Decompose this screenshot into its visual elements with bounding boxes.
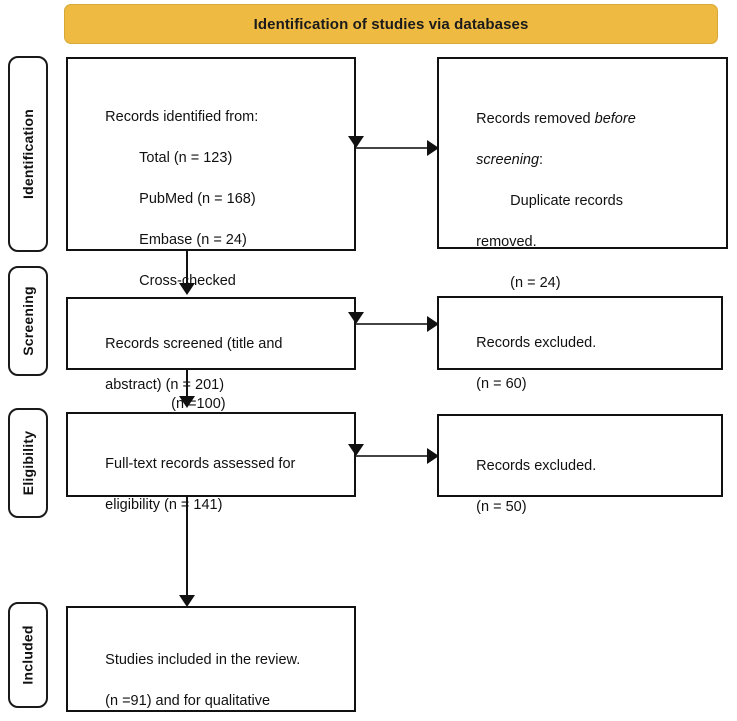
connector-screened-branch-arrow	[348, 312, 364, 324]
connector-screened-to-fulltext-line	[186, 370, 188, 398]
connector-identified-to-screened-line	[186, 251, 188, 285]
records-identified-line1: Total (n = 123)	[139, 149, 233, 166]
connector-identified-to-screened-arrow	[179, 283, 195, 295]
excluded-screening-line2: (n = 60)	[476, 375, 527, 392]
box-studies-included-text: Studies included in the review. (n =91) …	[81, 629, 346, 721]
box-records-removed-text: Records removed before screening: Duplic…	[452, 88, 718, 314]
box-records-excluded-screening: Records excluded. (n = 60)	[437, 296, 723, 392]
records-screened-line2: abstract) (n = 201)	[105, 376, 225, 393]
connector-fulltext-to-excluded-line	[356, 455, 431, 457]
stage-label-identification: Identification	[8, 56, 48, 252]
stage-label-screening-text: Screening	[20, 286, 36, 356]
excluded-eligibility-line2: (n = 50)	[476, 498, 527, 515]
records-removed-emphasis-before: before	[594, 110, 636, 127]
fulltext-line1: Full-text records assessed for	[105, 455, 296, 472]
records-identified-heading: Records identified from:	[105, 108, 259, 125]
records-identified-line3: Embase (n = 24)	[139, 231, 247, 248]
box-records-excluded-screening-text: Records excluded. (n = 60)	[452, 312, 713, 415]
records-removed-line1-pre: Records removed	[476, 110, 595, 127]
records-removed-emphasis-screening: screening	[476, 151, 540, 168]
stage-label-eligibility-text: Eligibility	[20, 430, 36, 496]
box-records-identified: Records identified from: Total (n = 123)…	[66, 57, 356, 412]
connector-fulltext-to-included-arrow	[179, 595, 195, 607]
records-removed-line4: removed.	[476, 233, 537, 250]
records-removed-line5: (n = 24)	[510, 274, 561, 291]
records-identified-line2: PubMed (n = 168)	[139, 190, 256, 207]
box-fulltext-assessed: Full-text records assessed for eligibili…	[66, 412, 356, 513]
box-records-screened: Records screened (title and abstract) (n…	[66, 297, 356, 393]
connector-screened-to-fulltext-arrow	[179, 396, 195, 408]
box-records-excluded-eligibility: Records excluded. (n = 50)	[437, 414, 723, 515]
fulltext-line2: eligibility (n = 141)	[105, 496, 223, 513]
box-records-screened-text: Records screened (title and abstract) (n…	[81, 313, 346, 416]
stage-label-screening: Screening	[8, 266, 48, 376]
connector-identified-to-removed-arrow	[427, 140, 439, 156]
connector-screened-to-excluded-arrow	[427, 316, 439, 332]
stage-label-included: Included	[8, 602, 48, 708]
box-studies-included: Studies included in the review. (n =91) …	[66, 606, 356, 712]
records-removed-colon: :	[539, 151, 544, 168]
connector-fulltext-to-excluded-arrow	[427, 448, 439, 464]
included-line1: Studies included in the review.	[105, 651, 301, 668]
connector-identified-to-removed-line	[356, 147, 431, 149]
page-title: Identification of studies via databases	[253, 15, 529, 33]
box-fulltext-assessed-text: Full-text records assessed for eligibili…	[81, 433, 346, 536]
box-records-excluded-eligibility-text: Records excluded. (n = 50)	[452, 435, 713, 538]
connector-screened-to-excluded-line	[356, 323, 431, 325]
box-records-removed: Records removed before screening: Duplic…	[437, 57, 728, 291]
excluded-screening-line1: Records excluded.	[476, 334, 597, 351]
connector-identified-branch-arrow	[348, 136, 364, 148]
records-screened-line1: Records screened (title and	[105, 335, 283, 352]
records-removed-line3: Duplicate records	[510, 192, 623, 209]
stage-label-included-text: Included	[20, 625, 37, 685]
excluded-eligibility-line1: Records excluded.	[476, 457, 597, 474]
connector-fulltext-to-included-line	[186, 497, 188, 597]
included-line2: (n =91) and for qualitative	[105, 692, 271, 709]
stage-label-identification-text: Identification	[20, 109, 37, 199]
stage-label-eligibility: Eligibility	[8, 408, 48, 518]
connector-fulltext-branch-arrow	[348, 444, 364, 456]
header-banner: Identification of studies via databases	[64, 4, 718, 44]
